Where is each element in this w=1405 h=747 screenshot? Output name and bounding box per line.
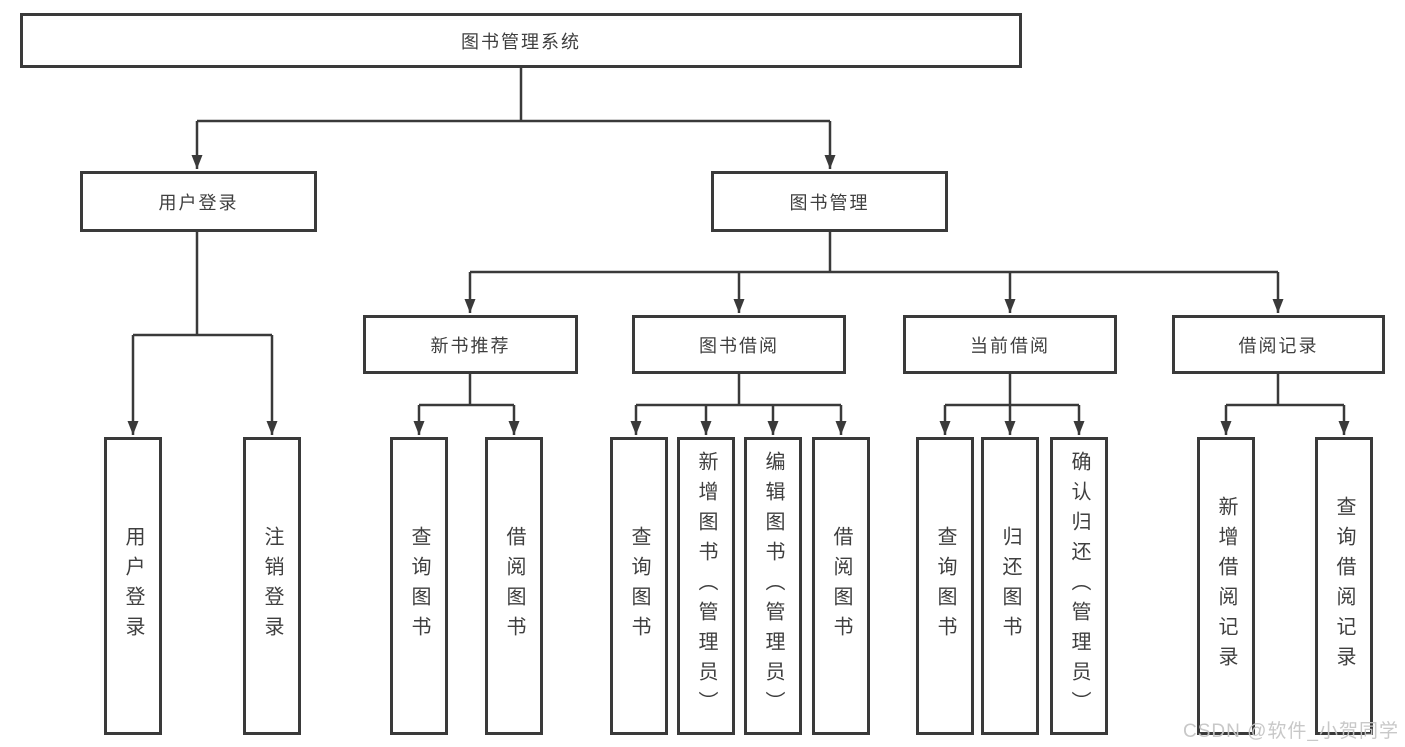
node-book-borrowing: 图书借阅 xyxy=(632,315,846,374)
leaf-add-books-admin: 新增图书（管理员） xyxy=(677,437,735,735)
leaf-borrow-books: 借阅图书 xyxy=(812,437,870,735)
node-label: 借阅图书 xyxy=(503,526,525,646)
node-label: 图书借阅 xyxy=(699,335,779,356)
node-label: 查询图书 xyxy=(628,526,650,646)
node-label: 注销登录 xyxy=(261,526,283,646)
node-label: 查询图书 xyxy=(934,526,956,646)
leaf-query-books-borrowing: 查询图书 xyxy=(610,437,668,735)
leaf-logout: 注销登录 xyxy=(243,437,301,735)
leaf-add-borrow-record: 新增借阅记录 xyxy=(1197,437,1255,735)
leaf-borrow-books-recommend: 借阅图书 xyxy=(485,437,543,735)
node-label: 新增图书（管理员） xyxy=(695,451,717,721)
node-label: 查询图书 xyxy=(408,526,430,646)
leaf-query-borrow-record: 查询借阅记录 xyxy=(1315,437,1373,735)
node-label: 借阅图书 xyxy=(830,526,852,646)
node-label: 确认归还（管理员） xyxy=(1068,451,1090,721)
node-label: 图书管理 xyxy=(789,192,870,213)
leaf-confirm-return-admin: 确认归还（管理员） xyxy=(1050,437,1108,735)
node-label: 用户登录 xyxy=(158,192,239,213)
node-label: 新书推荐 xyxy=(430,335,511,356)
node-library-management-system: 图书管理系统 xyxy=(20,13,1022,68)
node-current-borrowing: 当前借阅 xyxy=(903,315,1117,374)
node-label: 编辑图书（管理员） xyxy=(762,451,784,721)
node-label: 新增借阅记录 xyxy=(1215,496,1237,676)
node-label: 当前借阅 xyxy=(970,335,1050,356)
leaf-query-books-current: 查询图书 xyxy=(916,437,974,735)
leaf-edit-books-admin: 编辑图书（管理员） xyxy=(744,437,802,735)
leaf-user-login: 用户登录 xyxy=(104,437,162,735)
node-new-book-recommendation: 新书推荐 xyxy=(363,315,578,374)
csdn-watermark: CSDN @软件_小贺同学 xyxy=(1183,721,1399,742)
node-label: 用户登录 xyxy=(122,526,144,646)
leaf-return-books: 归还图书 xyxy=(981,437,1039,735)
node-user-login: 用户登录 xyxy=(80,171,317,232)
node-label: 借阅记录 xyxy=(1238,335,1319,356)
leaf-query-books-recommend: 查询图书 xyxy=(390,437,448,735)
node-label: 归还图书 xyxy=(999,526,1021,646)
node-label: 图书管理系统 xyxy=(461,31,581,52)
node-borrowing-records: 借阅记录 xyxy=(1172,315,1385,374)
node-label: 查询借阅记录 xyxy=(1333,496,1355,676)
node-book-management: 图书管理 xyxy=(711,171,948,232)
